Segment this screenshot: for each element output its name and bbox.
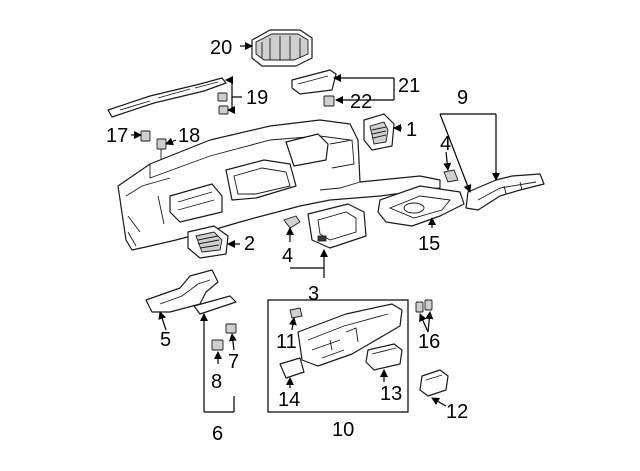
callout-15: 15 — [418, 233, 440, 255]
callout-12: 12 — [446, 401, 468, 423]
callout-17: 17 — [106, 125, 128, 147]
part-22-clip — [323, 95, 335, 107]
part-18-clip — [156, 138, 167, 160]
callout-8: 8 — [211, 371, 222, 393]
callout-6: 6 — [212, 423, 223, 445]
callout-20: 20 — [210, 37, 232, 59]
part-3-center-bezel — [307, 203, 367, 249]
part-9-bracket — [465, 173, 545, 211]
callout-14: 14 — [278, 389, 300, 411]
callout-7: 7 — [228, 351, 239, 373]
part-4-clip-right — [443, 169, 459, 183]
callout-3: 3 — [308, 283, 319, 305]
part-14-cover — [279, 357, 305, 379]
callout-1: 1 — [406, 119, 417, 141]
part-6-bracket — [193, 295, 237, 315]
part-15-lower-panel — [377, 185, 465, 227]
callout-21: 21 — [398, 75, 420, 97]
part-12-tray — [419, 369, 449, 397]
callout-18: 18 — [178, 125, 200, 147]
callout-10: 10 — [332, 419, 354, 441]
part-8-clip — [211, 339, 224, 351]
instrument-panel — [117, 119, 441, 251]
leader-lines — [131, 42, 500, 413]
part-1-vent — [363, 113, 395, 151]
part-17-clip — [140, 130, 151, 142]
part-4-clip-left — [283, 215, 301, 229]
part-10-group-box — [267, 299, 409, 413]
callout-16: 16 — [418, 331, 440, 353]
part-7-clip — [225, 323, 237, 334]
part-2-vent — [187, 225, 229, 259]
part-10-lower-cover — [297, 303, 403, 367]
part-16-clips — [415, 299, 433, 313]
part-13-pocket — [365, 343, 403, 371]
part-11-clip — [289, 307, 303, 319]
part-20-airbag — [251, 29, 313, 67]
callout-5: 5 — [160, 329, 171, 351]
callout-11: 11 — [276, 331, 297, 353]
callout-19: 19 — [246, 87, 268, 109]
callout-13: 13 — [380, 383, 402, 405]
callout-2: 2 — [244, 233, 255, 255]
part-21-cover — [291, 69, 337, 95]
callout-numbers: 20 19 17 18 21 22 1 9 4 2 4 15 3 5 11 16… — [106, 37, 468, 445]
callout-22: 22 — [350, 91, 372, 113]
part-19-defroster-strip — [107, 77, 229, 118]
callout-4-left: 4 — [282, 245, 293, 267]
callout-9: 9 — [457, 87, 468, 109]
callout-4-right: 4 — [440, 133, 451, 155]
